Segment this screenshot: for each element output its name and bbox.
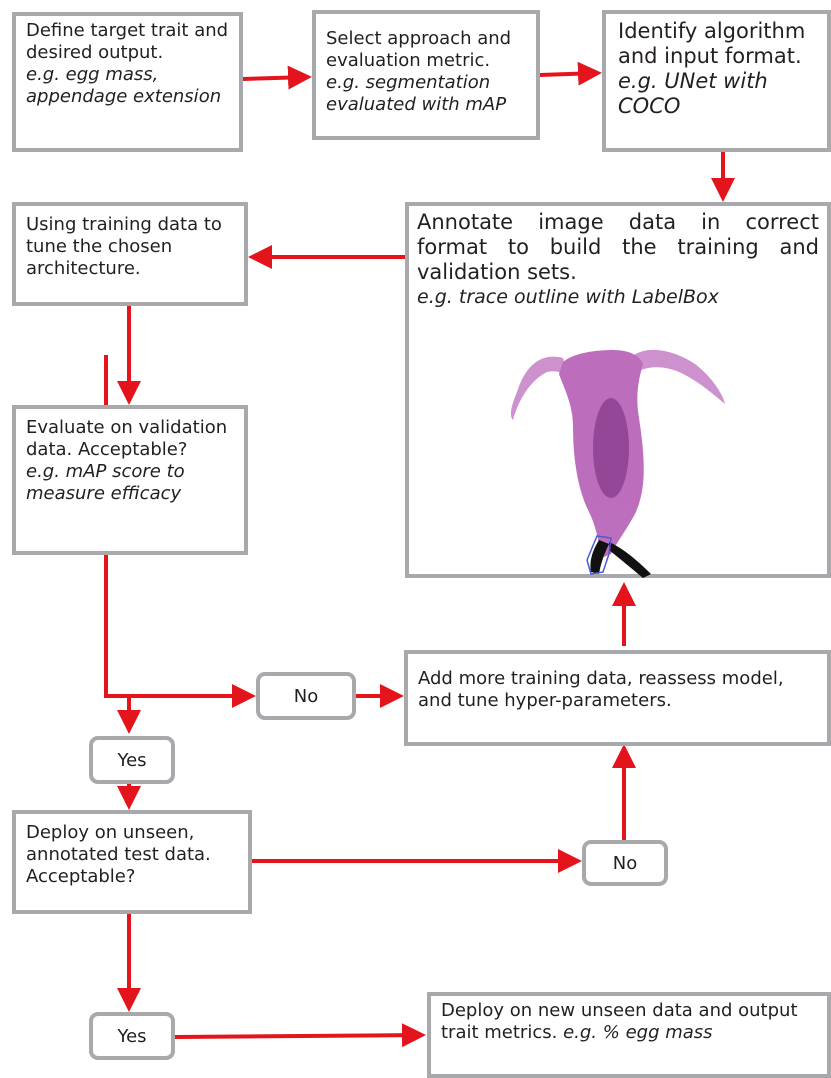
identify-algorithm-text: Identify algorithm and input format.: [618, 19, 806, 68]
select-approach-example: e.g. segmentation evaluated with mAP: [326, 72, 507, 115]
arrow-define-to-select: [242, 65, 312, 90]
define-trait-example: e.g. egg mass, appendage extension: [26, 64, 222, 107]
select-approach-box: Select approach and evaluation metric. e…: [312, 10, 540, 140]
deploy-new-data-text: Deploy on new unseen data and output tra…: [441, 1000, 798, 1043]
annotate-data-box: Annotate image data in correct format to…: [405, 202, 831, 578]
arrow-yes-2-to-final: [174, 1023, 426, 1048]
evaluate-validation-text: Evaluate on validation data. Acceptable?: [26, 417, 228, 460]
annotate-line-1: Annotate image data in correct: [417, 210, 819, 234]
deploy-new-data-box: Deploy on new unseen data and output tra…: [427, 992, 831, 1078]
tune-architecture-text: Using training data to tune the chosen a…: [26, 214, 222, 279]
identify-algorithm-example: e.g. UNet with COCO: [618, 69, 768, 118]
decision-no-2-label: No: [612, 852, 638, 874]
decision-no-2: No: [582, 840, 668, 886]
select-approach-text: Select approach and evaluation metric.: [326, 28, 512, 71]
annotate-line-2: format to build the training and: [417, 235, 819, 259]
add-training-data-box: Add more training data, reassess model, …: [404, 650, 831, 746]
annotation-outline: [586, 535, 612, 575]
define-trait-text: Define target trait and desired output.: [26, 20, 229, 63]
decision-no-1: No: [256, 672, 356, 720]
tail-spine: [590, 540, 651, 578]
annotate-line-3: validation sets.: [417, 260, 577, 284]
daphnia-annotation-image: [510, 349, 725, 578]
identify-algorithm-box: Identify algorithm and input format. e.g…: [602, 10, 831, 152]
add-training-data-text: Add more training data, reassess model, …: [418, 668, 784, 711]
deploy-test-box: Deploy on unseen, annotated test data. A…: [12, 810, 252, 914]
decision-yes-2: Yes: [89, 1012, 175, 1060]
daphnia-gut: [593, 398, 629, 498]
tune-architecture-box: Using training data to tune the chosen a…: [12, 202, 248, 306]
decision-yes-2-label: Yes: [117, 1025, 147, 1047]
deploy-new-data-example: e.g. % egg mass: [563, 1022, 713, 1043]
define-trait-box: Define target trait and desired output. …: [12, 12, 243, 152]
decision-yes-1-label: Yes: [117, 749, 147, 771]
evaluate-validation-example: e.g. mAP score to measure efficacy: [26, 461, 185, 504]
decision-no-1-label: No: [293, 685, 319, 707]
evaluate-validation-box: Evaluate on validation data. Acceptable?…: [12, 405, 248, 555]
deploy-test-text: Deploy on unseen, annotated test data. A…: [26, 822, 211, 887]
decision-yes-1: Yes: [89, 736, 175, 784]
arrow-select-to-identify: [539, 61, 602, 86]
annotate-example: e.g. trace outline with LabelBox: [417, 286, 719, 308]
